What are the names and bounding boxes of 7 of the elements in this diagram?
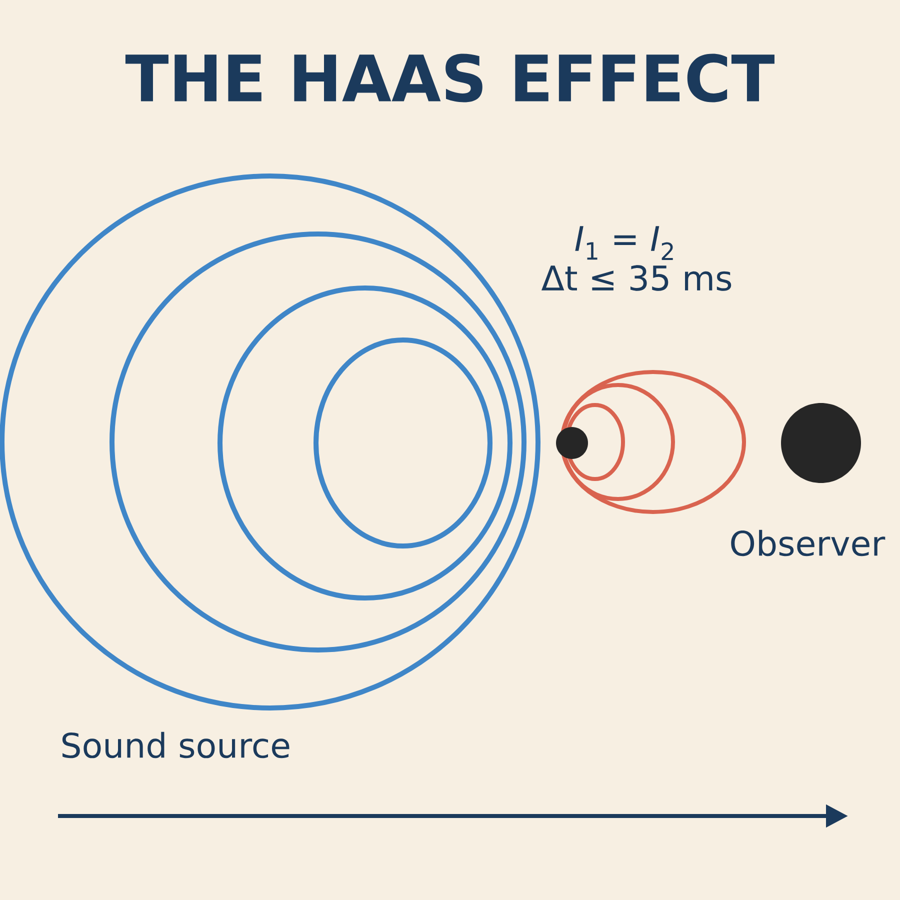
source-label: Sound source xyxy=(62,732,290,758)
observer-label: Observer xyxy=(731,530,886,556)
observer-dot xyxy=(781,403,861,483)
formula: Δt ≤ 35 ms xyxy=(541,265,732,291)
title: THE HAAS EFFECT xyxy=(125,54,774,102)
formula: I$_{1}$ = I$_{2}$ xyxy=(575,226,673,260)
source-dot xyxy=(556,427,588,459)
